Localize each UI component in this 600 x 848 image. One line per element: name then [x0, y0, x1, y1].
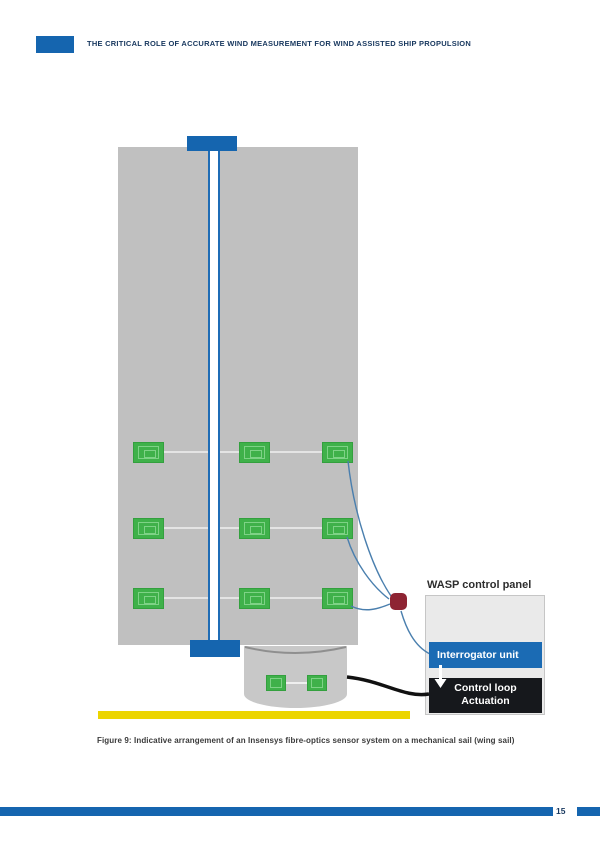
- strain-sensor-dot: [250, 596, 262, 604]
- strain-sensor-dot: [333, 596, 345, 604]
- actuation-cable: [346, 675, 430, 697]
- strain-sensor: [307, 675, 327, 691]
- fibre-connector-line: [284, 682, 310, 684]
- strain-sensor-dot: [144, 526, 156, 534]
- footer-bar: [0, 807, 553, 816]
- strain-sensor-dot: [250, 450, 262, 458]
- strain-sensor-dot: [250, 526, 262, 534]
- wasp-panel-title: WASP control panel: [427, 579, 532, 591]
- mast-top-cap: [187, 136, 237, 151]
- strain-sensor: [239, 518, 270, 539]
- strain-sensor-dot: [333, 450, 345, 458]
- strain-sensor: [266, 675, 286, 691]
- strain-sensor: [239, 588, 270, 609]
- header-accent-bar: [36, 36, 74, 53]
- strain-sensor-inner: [311, 678, 323, 688]
- mast-pedestal: [244, 646, 347, 708]
- figure-caption: Figure 9: Indicative arrangement of an I…: [97, 736, 515, 745]
- strain-sensor-inner: [244, 592, 265, 605]
- header-title: THE CRITICAL ROLE OF ACCURATE WIND MEASU…: [87, 39, 472, 48]
- strain-sensor: [322, 518, 353, 539]
- strain-sensor-inner: [244, 522, 265, 535]
- strain-sensor-inner: [138, 446, 159, 459]
- strain-sensor-dot: [333, 526, 345, 534]
- strain-sensor: [133, 588, 164, 609]
- strain-sensor: [133, 518, 164, 539]
- strain-sensor-inner: [244, 446, 265, 459]
- footer-bar-right: [577, 807, 600, 816]
- junction-node: [390, 593, 407, 610]
- wing-sail-panel: [118, 147, 358, 645]
- strain-sensor-inner: [138, 522, 159, 535]
- interrogator-unit: Interrogator unit: [429, 642, 542, 668]
- page-number: 15: [556, 806, 566, 816]
- control-loop-box: Control loop Actuation: [429, 678, 542, 713]
- mast-bottom-cap: [190, 640, 240, 657]
- strain-sensor-dot: [144, 450, 156, 458]
- down-arrow-icon: [434, 665, 447, 688]
- control-loop-line1: Control loop: [454, 682, 517, 694]
- strain-sensor-inner: [327, 446, 348, 459]
- strain-sensor: [322, 442, 353, 463]
- mast: [208, 150, 220, 640]
- strain-sensor-inner: [270, 678, 282, 688]
- strain-sensor: [133, 442, 164, 463]
- strain-sensor-dot: [144, 596, 156, 604]
- deck-line: [98, 711, 410, 719]
- strain-sensor-inner: [138, 592, 159, 605]
- strain-sensor: [322, 588, 353, 609]
- strain-sensor: [239, 442, 270, 463]
- control-loop-line2: Actuation: [461, 695, 510, 707]
